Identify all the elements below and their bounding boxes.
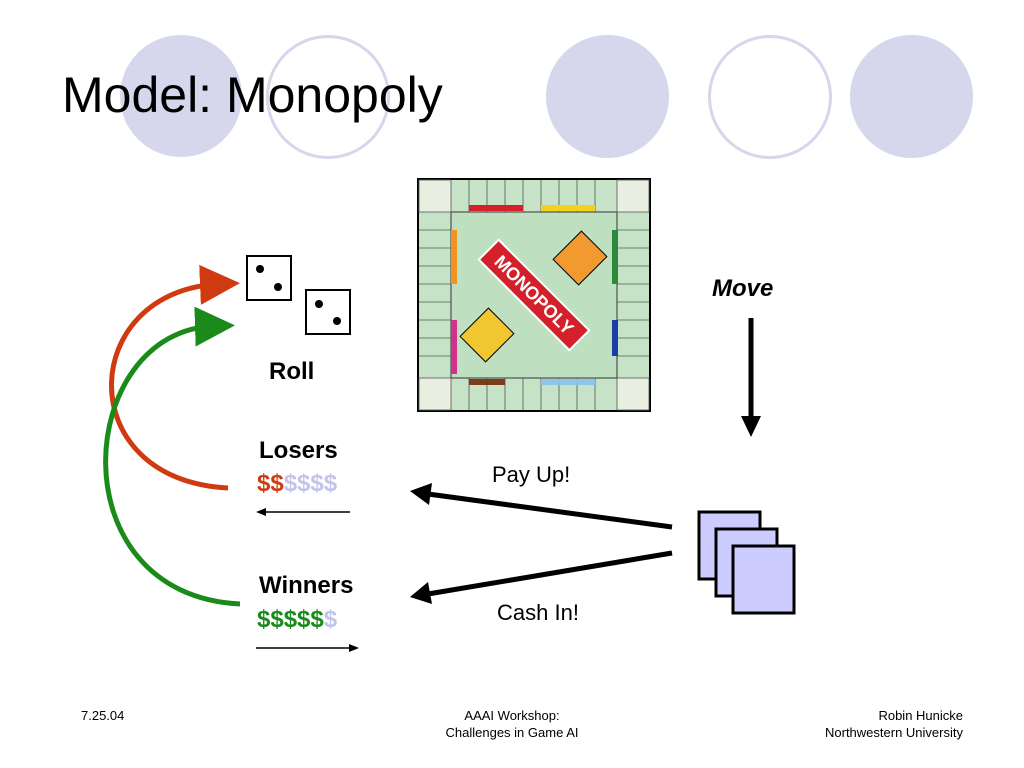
- footer-center-line2: Challenges in Game AI: [445, 725, 579, 740]
- cash-in-label: Cash In!: [497, 600, 579, 625]
- pay-up-arrow: [410, 483, 673, 530]
- losers-reroll-arrow: [109, 264, 240, 491]
- cash-in-arrow: [410, 550, 673, 604]
- cards-icon: [697, 510, 796, 615]
- losers-label: Losers: [259, 437, 338, 464]
- footer-right-line1: Robin Hunicke: [878, 708, 963, 723]
- decor-circle-3: [546, 35, 669, 158]
- roll-label: Roll: [269, 358, 315, 385]
- losers-underline-arrow: [256, 508, 350, 516]
- pay-up-label: Pay Up!: [492, 462, 571, 487]
- winners-dollars: $$$$$$: [257, 606, 337, 634]
- dice-icon: [246, 255, 351, 335]
- footer-right-line2: Northwestern University: [825, 725, 963, 740]
- winners-underline-arrow: [256, 644, 359, 652]
- footer-right: Robin Hunicke Northwestern University: [763, 707, 963, 741]
- slide-title: Model: Monopoly: [62, 67, 443, 123]
- move-label: Move: [712, 275, 774, 302]
- decor-circle-5: [850, 35, 973, 158]
- footer-date: 7.25.04: [81, 708, 125, 723]
- decor-circle-4: [708, 35, 832, 159]
- footer-center-line1: AAAI Workshop:: [464, 708, 560, 723]
- footer-center: AAAI Workshop: Challenges in Game AI: [412, 707, 612, 741]
- losers-dollars: $$$$$$: [257, 470, 337, 498]
- losers-dollars-kept: $$: [257, 470, 284, 497]
- winners-dollars-remaining: $: [323, 606, 338, 633]
- decor-circle-1: [120, 35, 242, 157]
- decor-circle-2: [266, 35, 390, 159]
- losers-dollars-lost: $$$$: [283, 470, 338, 497]
- winners-reroll-arrow: [103, 306, 241, 607]
- move-arrow: [741, 318, 761, 437]
- winners-label: Winners: [259, 572, 354, 599]
- monopoly-board-image: MONOPOLY: [417, 178, 651, 412]
- winners-dollars-gained: $$$$$: [257, 606, 324, 633]
